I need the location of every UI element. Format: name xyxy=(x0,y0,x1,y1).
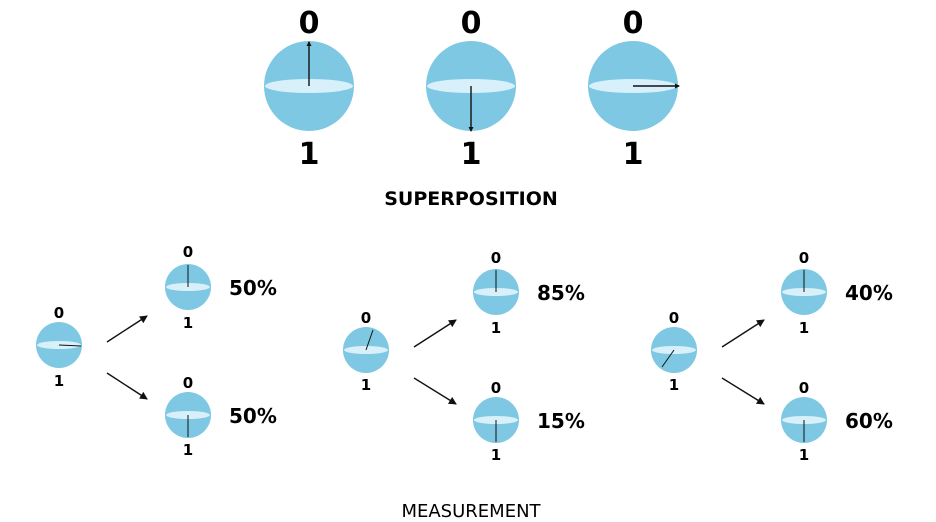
outcome-sphere-0: 0 1 xyxy=(473,249,519,337)
sphere-bottom-label: 1 xyxy=(669,376,679,394)
sphere-bottom-label: 1 xyxy=(491,319,501,337)
sphere-bottom-label: 1 xyxy=(183,441,193,459)
state-vector-arrow xyxy=(365,329,374,351)
sphere-top-label: 0 xyxy=(183,243,193,261)
bloch-sphere-right: 0 1 xyxy=(588,6,680,172)
probability-label: 40% xyxy=(845,281,893,305)
sphere-top-label: 0 xyxy=(799,249,809,267)
bloch-sphere-up: 0 1 xyxy=(264,6,354,172)
sphere-top-label: 0 xyxy=(491,379,501,397)
sphere-top-label: 0 xyxy=(491,249,501,267)
measurement-title: MEASUREMENT xyxy=(401,501,541,522)
sphere-top-label: 0 xyxy=(299,6,320,41)
probability-label: 50% xyxy=(229,276,277,300)
outcome-sphere-0: 0 1 xyxy=(165,243,211,332)
outcome-sphere-1: 0 1 xyxy=(473,379,519,464)
measurement-group: 0 1 0 1 40% 0 1 60 xyxy=(651,249,893,464)
probability-label: 85% xyxy=(537,281,585,305)
branch-arrow-up xyxy=(721,319,765,348)
sphere-bottom-label: 1 xyxy=(299,137,320,172)
probability-label: 50% xyxy=(229,404,277,428)
sphere-top-label: 0 xyxy=(54,304,64,322)
sphere-top-label: 0 xyxy=(361,309,371,327)
outcome-sphere-1: 0 1 xyxy=(781,379,827,464)
source-sphere: 0 1 xyxy=(36,304,82,390)
sphere-bottom-label: 1 xyxy=(623,137,644,172)
superposition-section: 0 1 0 1 0 1 SUPERPOSITION xyxy=(264,6,680,210)
sphere-top-label: 0 xyxy=(669,309,679,327)
sphere-top-label: 0 xyxy=(461,6,482,41)
probability-label: 15% xyxy=(537,409,585,433)
outcome-sphere-0: 0 1 xyxy=(781,249,827,337)
sphere-top-label: 0 xyxy=(799,379,809,397)
branch-arrow-up xyxy=(106,315,148,343)
source-sphere: 0 1 xyxy=(343,309,389,394)
sphere-bottom-label: 1 xyxy=(799,446,809,464)
sphere-bottom-label: 1 xyxy=(799,319,809,337)
measurement-group: 0 1 0 1 85% 0 1 15 xyxy=(343,249,585,464)
sphere-bottom-label: 1 xyxy=(183,314,193,332)
sphere-bottom-label: 1 xyxy=(361,376,371,394)
probability-label: 60% xyxy=(845,409,893,433)
measurement-group: 0 1 0 1 50% 0 1 50 xyxy=(36,243,277,459)
sphere-bottom-label: 1 xyxy=(491,446,501,464)
measurement-section: 0 1 0 1 50% 0 1 50 xyxy=(36,243,893,522)
branch-arrow-up xyxy=(413,319,457,348)
outcome-sphere-1: 0 1 xyxy=(165,374,211,459)
source-sphere: 0 1 xyxy=(651,309,697,394)
sphere-bottom-label: 1 xyxy=(54,372,64,390)
branch-arrow-down xyxy=(106,372,148,400)
state-vector-arrow xyxy=(661,349,675,368)
sphere-bottom-label: 1 xyxy=(461,137,482,172)
sphere-top-label: 0 xyxy=(183,374,193,392)
branch-arrow-down xyxy=(721,377,765,405)
bloch-sphere-down: 0 1 xyxy=(426,6,516,172)
sphere-top-label: 0 xyxy=(623,6,644,41)
state-vector-arrow xyxy=(58,344,82,347)
superposition-title: SUPERPOSITION xyxy=(384,188,558,210)
branch-arrow-down xyxy=(413,377,457,405)
